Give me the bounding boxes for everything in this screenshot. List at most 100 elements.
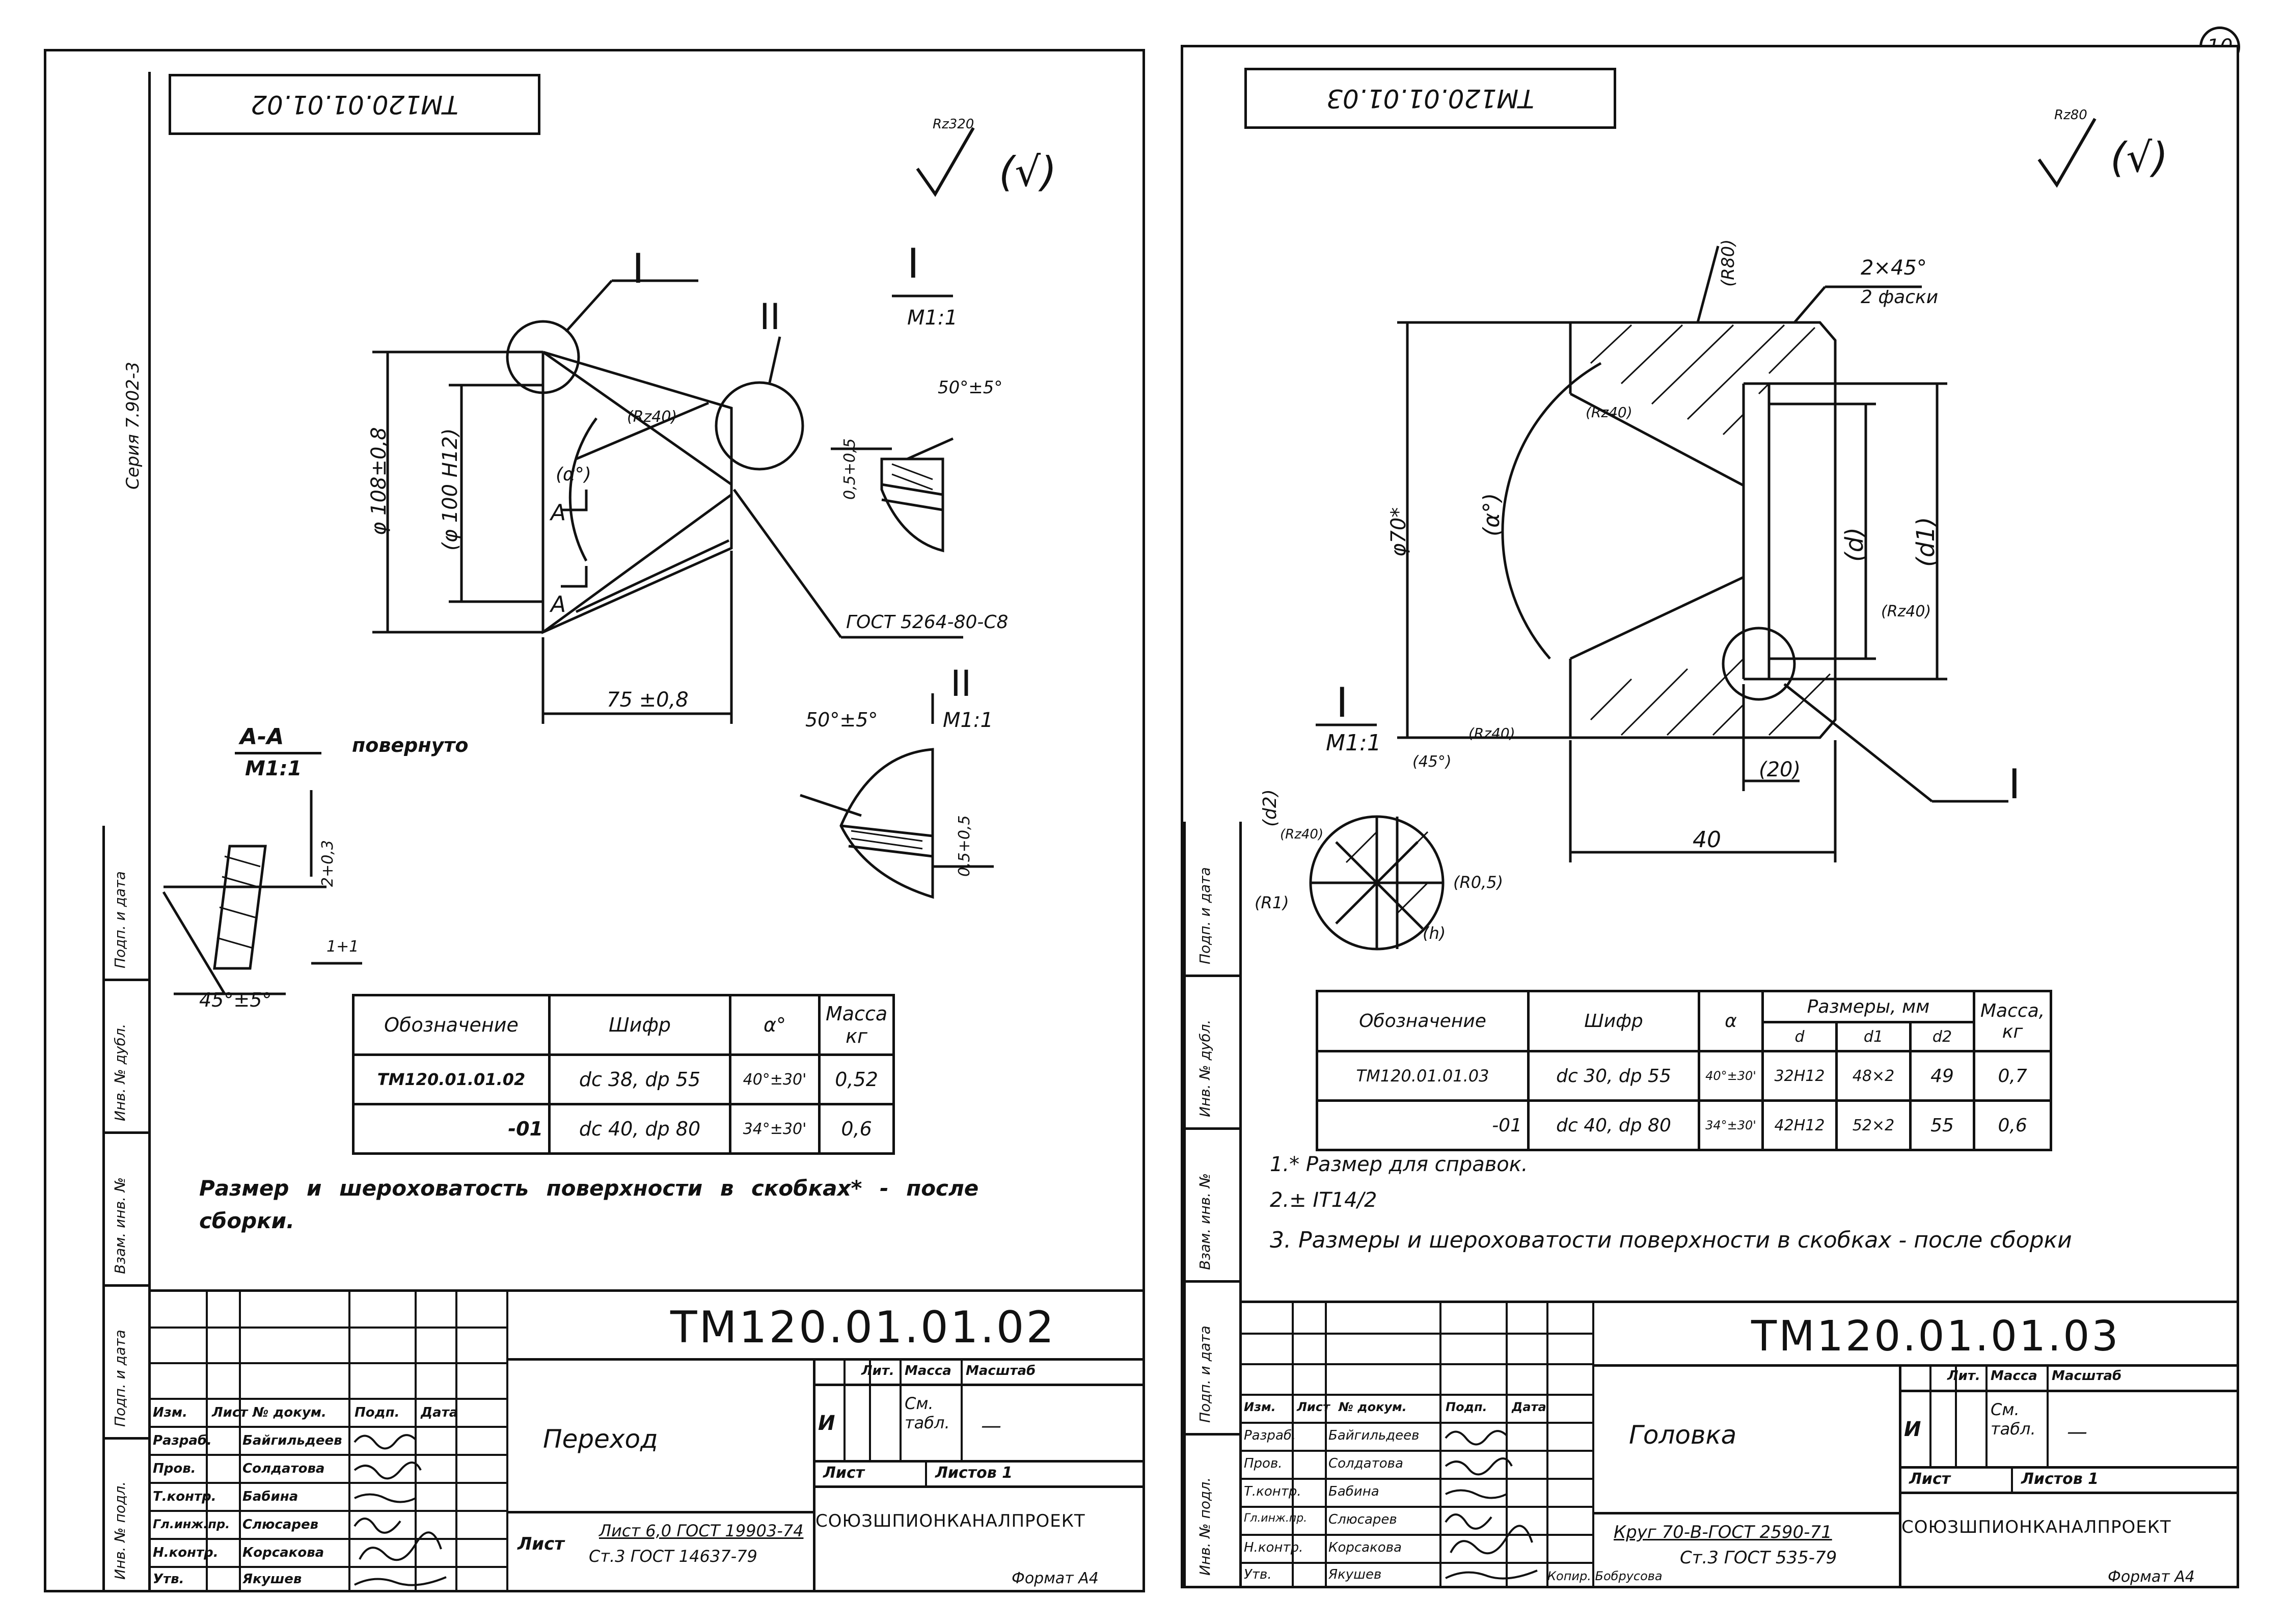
column-header: α° — [729, 994, 821, 1056]
angle-50-b-dim: 50°±5° — [805, 709, 878, 731]
length-40-dim: 40 — [1693, 827, 1721, 853]
rz40-label-b: (Rz40) — [1881, 603, 1931, 620]
part-drawing-transition — [162, 279, 994, 995]
margin-labels: Инв. № подл. Подп. и дата Взам. инв. № И… — [1183, 822, 1239, 1586]
organization: СОЮЗШПИОНКАНАЛПРОЕКТ — [815, 1511, 1085, 1531]
column-header: α — [1698, 990, 1764, 1052]
length-75-dim: 75 ±0,8 — [607, 688, 689, 712]
material-line-2: Ст.3 ГОСТ 535-79 — [1680, 1548, 1837, 1568]
table-header-row: Обозначение Шифр α Размеры, мм Масса, кг — [1316, 990, 2053, 1052]
binding-strip — [1183, 822, 1186, 1586]
detail-I-callout: I — [2008, 761, 2021, 808]
roughness-symbol-icon — [2037, 118, 2097, 188]
diameter-100-dim: (φ 100 H12) — [439, 428, 462, 551]
roughness-paren: (√) — [2110, 134, 2168, 181]
dim-1-section: 1+1 — [326, 938, 359, 956]
d-dim: (d) — [1840, 527, 1869, 562]
right-drawing-sheet: Инв. № подл. Подп. и дата Взам. инв. № И… — [1181, 45, 2239, 1588]
r80-dim: (R80) — [1718, 239, 1738, 287]
rz40-label-a: (Rz40) — [1586, 404, 1632, 421]
chamfer-dim: 2×45° — [1861, 256, 1927, 280]
table-subheader-row: d d1 d2 — [1317, 1021, 2051, 1052]
dim-0-5-a: 0,5+0,5 — [841, 438, 859, 500]
note-1: 1.* Размер для справок. — [1270, 1153, 1528, 1176]
column-header: Шифр — [1527, 990, 1700, 1052]
roughness-paren: (√) — [999, 148, 1057, 196]
title-designation: ТМ120.01.01.02 — [670, 1302, 1056, 1353]
roughness-value: Rz320 — [933, 117, 974, 132]
material-line-1: Круг 70-В-ГОСТ 2590-71 — [1614, 1522, 1832, 1542]
note-3: 3. Размеры и шероховатости поверхности в… — [1270, 1227, 2072, 1253]
dim-0-5-b: 0,5+0,5 — [956, 815, 973, 877]
detail-I-scale: M1:1 — [907, 306, 958, 330]
roughness-value: Rz80 — [2054, 107, 2087, 123]
signatures — [1445, 1430, 1538, 1580]
dim-2-section: 2+0,3 — [319, 840, 337, 887]
length-20-dim: (20) — [1759, 758, 1801, 781]
section-mark-A1: А — [551, 500, 566, 526]
diameter-70-dim: φ70* — [1387, 507, 1410, 557]
binding-strip-inner — [1239, 822, 1242, 1586]
variants-table: Обозначение Шифр α Размеры, мм Масса, кг… — [1316, 990, 2053, 1151]
material-line-1: Лист 6,0 ГОСТ 19903-74 — [599, 1521, 804, 1540]
part-name: Головка — [1629, 1420, 1737, 1450]
organization: СОЮЗШПИОНКАНАЛПРОЕКТ — [1901, 1517, 2171, 1537]
column-header: Масса, кг — [1972, 990, 2053, 1052]
variants-table: Обозначение Шифр α° Масса кг ТМ120.01.01… — [352, 994, 895, 1155]
margin-labels: Инв. № подл. Подп. и дата Взам. инв. № И… — [102, 826, 148, 1590]
d1-dim: (d1) — [1912, 517, 1940, 567]
table-row: -01 dc 40, dp 80 34°±30' 0,6 — [352, 1103, 895, 1155]
material-line-2: Ст.3 ГОСТ 14637-79 — [589, 1547, 757, 1566]
diameter-108-dim: φ 108±0,8 — [367, 427, 391, 535]
format-label: Формат А4 — [2108, 1568, 2195, 1586]
binding-strip — [102, 826, 105, 1590]
d2-dim: (d2) — [1260, 789, 1281, 827]
column-header: Обозначение — [1316, 990, 1530, 1052]
h-dim: (h) — [1423, 924, 1446, 943]
detail-I-callout: I — [632, 245, 644, 292]
alpha-dim: (α°) — [1479, 493, 1505, 536]
section-mark-A2: А — [551, 591, 566, 617]
drawing-note: Размер и шероховатость поверхности в ско… — [199, 1176, 979, 1233]
roughness-symbol-icon — [916, 127, 975, 197]
section-A-A-scale: М1:1 — [245, 757, 302, 780]
detail-I-title: I — [1336, 679, 1348, 726]
part-drawing-head — [1309, 246, 2008, 951]
detail-II-title: II — [950, 663, 972, 705]
format-label: Формат А4 — [1012, 1569, 1099, 1587]
signatures — [353, 1434, 447, 1586]
title-block: Изм. Лист № докум. Подп. Дата Разраб. Ба… — [148, 1289, 1142, 1592]
detail-I-title: I — [907, 240, 919, 287]
copied-by: Копир. Бобрусова — [1547, 1569, 1663, 1583]
column-header: Шифр — [548, 994, 731, 1056]
title-block: Изм. Лист № докум. Подп. Дата Разраб. Ба… — [1239, 1301, 2237, 1588]
table-header-row: Обозначение Шифр α° Масса кг — [352, 994, 895, 1056]
left-drawing-sheet: Серия 7.902-3 Инв. № подл. Подп. и дата … — [44, 49, 1145, 1592]
deg45-dim: (45°) — [1412, 753, 1452, 771]
angle-50-dim: 50°±5° — [938, 377, 1003, 398]
table-row: ТМ120.01.01.02 dc 38, dp 55 40°±30' 0,52 — [352, 1053, 895, 1105]
part-name: Переход — [543, 1424, 658, 1454]
note-2: 2.± IT14/2 — [1270, 1188, 1377, 1212]
column-header: Размеры, мм — [1761, 990, 1975, 1023]
binding-strip-inner — [148, 72, 151, 1590]
angle-45-dim: 45°±5° — [199, 989, 272, 1011]
rz40-label-c: (Rz40) — [1468, 725, 1515, 742]
column-header: Масса кг — [818, 994, 895, 1056]
table-row: ТМ120.01.01.03 dc 30, dp 55 40°±30' 32H1… — [1316, 1050, 2053, 1102]
material-label: Лист — [518, 1534, 564, 1554]
r05-dim: (R0,5) — [1453, 873, 1504, 892]
chamfer-note: 2 фаски — [1861, 287, 1939, 308]
weld-gost: ГОСТ 5264-80-С8 — [846, 612, 1009, 633]
table-row: -01 dc 40, dp 80 34°±30' 42H12 52×2 55 0… — [1316, 1099, 2053, 1151]
alpha-dim: (α°) — [556, 464, 591, 485]
column-header: Обозначение — [352, 994, 551, 1056]
r1-dim: (R1) — [1255, 893, 1289, 912]
title-designation: ТМ120.01.01.03 — [1751, 1312, 2120, 1361]
section-label-rule — [235, 752, 321, 754]
detail-II-scale: М1:1 — [943, 709, 993, 732]
detail-II-callout: II — [759, 296, 781, 338]
rz40-label-d: (Rz40) — [1280, 827, 1324, 842]
section-rotated: повернуто — [352, 734, 469, 756]
roughness-note: (Rz40) — [627, 408, 677, 426]
